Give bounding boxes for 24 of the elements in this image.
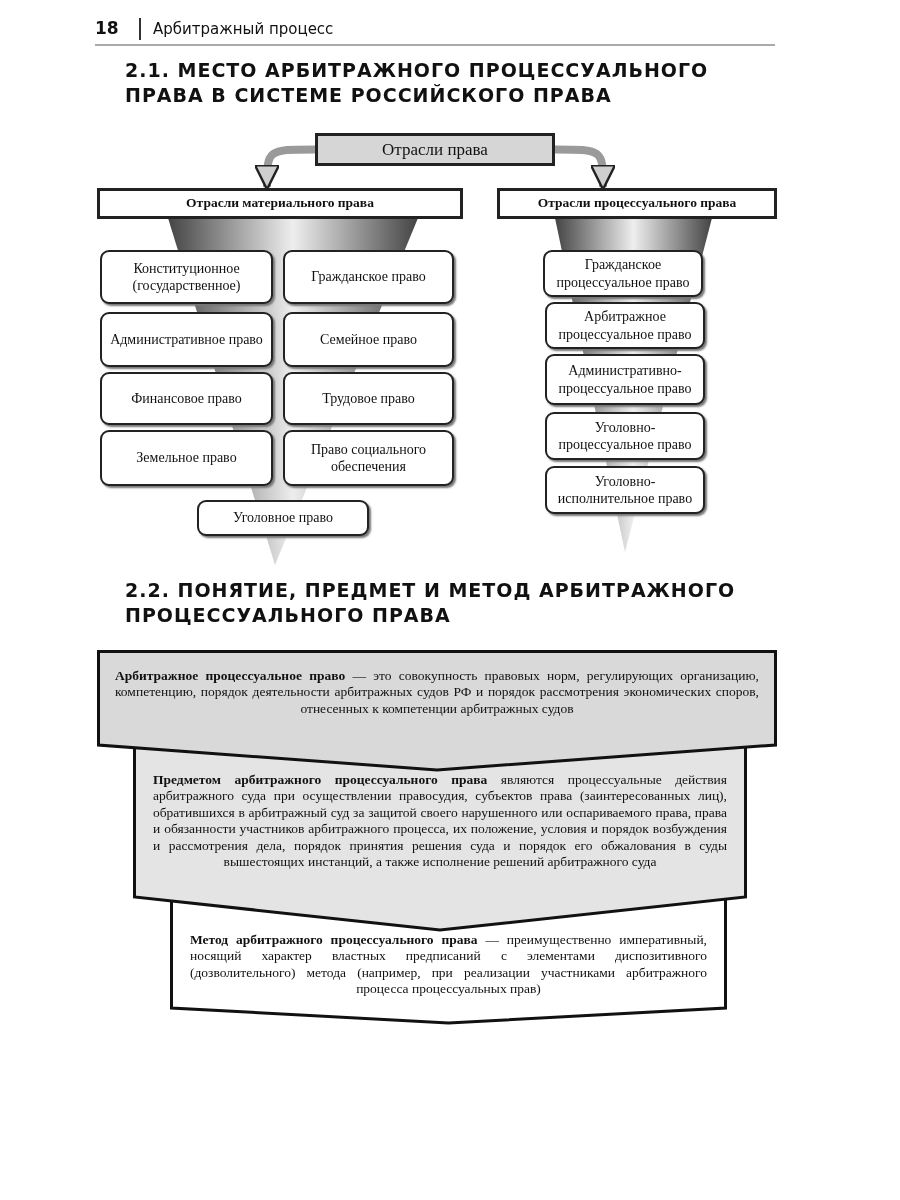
page-number: 18 [95, 18, 120, 38]
branch-box: Уголовное право [197, 500, 369, 536]
section-heading: 2.1. МЕСТО АРБИТРАЖНОГО ПРОЦЕССУАЛЬНОГО ПРАВА В СИСТЕМЕ РОССИЙСКОГО ПРАВА [125, 58, 710, 108]
branch-box: Земельное право [100, 430, 273, 486]
category-header-box: Отрасли материального права [97, 188, 463, 219]
branch-box: Уголовно-процессуальное право [545, 412, 705, 460]
branch-box: Конституционное (государственное) [100, 250, 273, 304]
branch-box: Гражданское процессуальное право [543, 250, 703, 297]
category-header-box: Отрасли процессуального права [497, 188, 777, 219]
branch-box: Семейное право [283, 312, 454, 367]
title-box: Отрасли права [315, 133, 555, 166]
branch-box: Административное право [100, 312, 273, 367]
definition-text: Предметом арбитражного процессуального права являются процессуальные действия арбитражного суда при осуществлении правосудия, субъектов права (заинтересованных лиц), обратившихся в арбитражный суд за защитой своего нарушенного или оспариваемого права, права и обязанности участников арбитражного процесса, их положение, условия и порядок возбуждения и рассмотрения дела, порядок принятия решения суда и порядок его обжалования в суды вышестоящих инстанций, а также исполнение решений арбитражного суда [153, 772, 727, 871]
running-head: Арбитражный процесс [153, 20, 335, 38]
branch-box: Административно-процессуальное право [545, 354, 705, 405]
branch-box: Арбитражное процессуальное право [545, 302, 705, 349]
branch-box: Уголовно-исполнительное право [545, 466, 705, 514]
section-heading: 2.2. ПОНЯТИЕ, ПРЕДМЕТ И МЕТОД АРБИТРАЖНОГО ПРОЦЕССУАЛЬНОГО ПРАВА [125, 578, 737, 628]
branch-box: Гражданское право [283, 250, 454, 304]
branch-box: Право социального обеспечения [283, 430, 454, 486]
branch-box: Финансовое право [100, 372, 273, 425]
definition-text: Метод арбитражного процессуального права — преимущественно императивный, носящий характер властных предписаний с элементами диспозитивного (дозволительного) метода (например, при реализации участниками арбитражного процесса процессуальных прав) [190, 932, 707, 998]
branch-box: Трудовое право [283, 372, 454, 425]
definition-text: Арбитражное процессуальное право — это совокупность правовых норм, регулирующих организацию, компетенцию, порядок деятельности арбитражных судов РФ и порядок рассмотрения экономических споров, отнесенных к компетенции арбитражных судов [115, 668, 759, 718]
